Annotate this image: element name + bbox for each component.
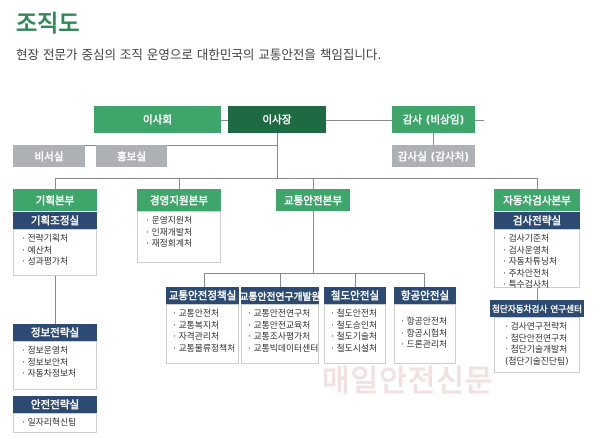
railway-safety-office: 철도안전실 [324,287,386,304]
list-item: 인재개발처 [146,228,216,240]
connector-safety-units-horizontal [204,273,424,274]
list-item: 항공시험처 [401,329,451,341]
list-item: 운영지원처 [146,216,216,228]
list-item: 첨단안전연구처 [505,334,575,346]
list-item: 교통조사평가처 [248,332,314,344]
connector-planning-subs [55,276,56,324]
connector-management-down [179,178,180,189]
list-item: 검사연구전략처 [505,322,575,334]
pr-office-box: 홍보실 [96,145,167,167]
list-item: 정보운영처 [22,346,92,358]
secretary-office-box: 비서실 [13,145,85,167]
list-item: 교통안전교육처 [248,321,314,333]
connector-unit4-down [424,273,425,287]
management-list: 운영지원처 인재개발처 재정회계처 [137,211,221,263]
connector-chairman-down [277,145,278,178]
info-strategy-office: 정보전략실 [13,324,97,341]
list-item: 자동차정보처 [22,369,92,381]
list-item: 성과평가처 [22,257,92,269]
list-item: 일자리혁신팀 [22,418,92,430]
safety-strategy-office: 안전전략실 [13,396,97,413]
inspection-strategy-office: 검사전략실 [494,212,580,229]
connector-vehicle-down [537,178,538,189]
list-item: 항공안전처 [401,317,451,329]
list-item: 특수검사처 [503,280,575,292]
list-item: 교통물류정책처 [173,344,236,356]
aviation-safety-office: 항공안전실 [394,287,456,304]
list-item: 철도승인처 [331,321,381,333]
planning-coordination-office: 기획조정실 [13,212,97,229]
safety-strategy-list: 일자리혁신팀 [13,413,97,433]
connector-safety-units-down [313,211,314,273]
safety-rnd-institute: 교통안전연구개발원 [239,287,321,304]
management-division-box: 경영지원본부 [137,189,221,211]
list-item: 철도시설처 [331,344,381,356]
page-subtitle: 현장 전문가 중심의 조직 운영으로 대한민국의 교통안전을 책임집니다. [16,47,382,62]
safety-rnd-list: 교통안전연구처 교통안전교육처 교통조사평가처 교통빅데이터센터 [241,304,319,364]
connector-safety-down [313,178,314,189]
list-item: 검사기준처 [503,234,575,246]
list-item: 철도기술처 [331,332,381,344]
list-item: 교통안전처 [173,309,234,321]
connector-staff-vertical [277,133,278,145]
chairman-box: 이사장 [228,106,326,133]
list-item: 철도안전처 [331,309,381,321]
advanced-vehicle-research-center: 첨단자동차검사 연구센터 [490,300,584,317]
list-item: 자격관리처 [173,332,234,344]
connector-unit3-down [355,273,356,287]
list-item: 드론관리처 [401,340,451,352]
page-title: 조직도 [16,11,80,37]
list-item: 검사운영처 [503,246,575,258]
connector-unit2-down [280,273,281,287]
advanced-vehicle-research-list: 검사연구전략처 첨단안전연구처 첨단기술개발처 (첨단기술진단팀) [494,317,580,373]
planning-coordination-list: 전략기획처 예산처 성과평가처 [13,229,97,276]
connector-staff-horizontal [62,145,278,146]
connector-planning-down [55,178,56,189]
vehicle-inspection-division-box: 자동차검사본부 [494,189,580,211]
connector-unit1-down [204,273,205,287]
list-item: 재정회계처 [146,239,216,251]
list-item: 주차안전처 [503,269,575,281]
list-item: 교통빅데이터센터 [248,344,319,356]
board-box: 이사회 [94,106,221,133]
info-strategy-list: 정보운영처 정보보안처 자동차정보처 [13,341,97,390]
list-item: 전략기획처 [22,234,92,246]
watermark-text: 매일안전신문 [322,364,494,399]
auditor-box: 감사 (비상임) [392,106,475,133]
list-item: 교통안전연구처 [248,309,314,321]
list-item: 자동차튜닝처 [503,257,575,269]
list-item: (첨단기술진단팀) [505,356,569,367]
connector-vehicle-subs [537,288,538,300]
planning-division-box: 기획본부 [13,189,97,211]
traffic-safety-division-box: 교통안전본부 [276,189,350,211]
list-item: 교통복지처 [173,321,234,333]
connector-divisions-horizontal [55,178,537,179]
aviation-safety-list: 항공안전처 항공시험처 드론관리처 [394,304,456,364]
list-item: 예산처 [22,246,92,258]
inspection-strategy-list: 검사기준처 검사운영처 자동차튜닝처 주차안전처 특수검사처 [494,229,580,290]
list-item: 정보보안처 [22,358,92,370]
audit-office-box: 감사실 (감사처) [392,145,475,167]
railway-safety-list: 철도안전처 철도승인처 철도기술처 철도시설처 [324,304,386,364]
safety-policy-list: 교통안전처 교통복지처 자격관리처 교통물류정책처 [166,304,239,364]
safety-policy-office: 교통안전정책실 [166,287,239,304]
list-item: 첨단기술개발처 [505,345,575,357]
connector-auditor-vertical [433,133,434,145]
